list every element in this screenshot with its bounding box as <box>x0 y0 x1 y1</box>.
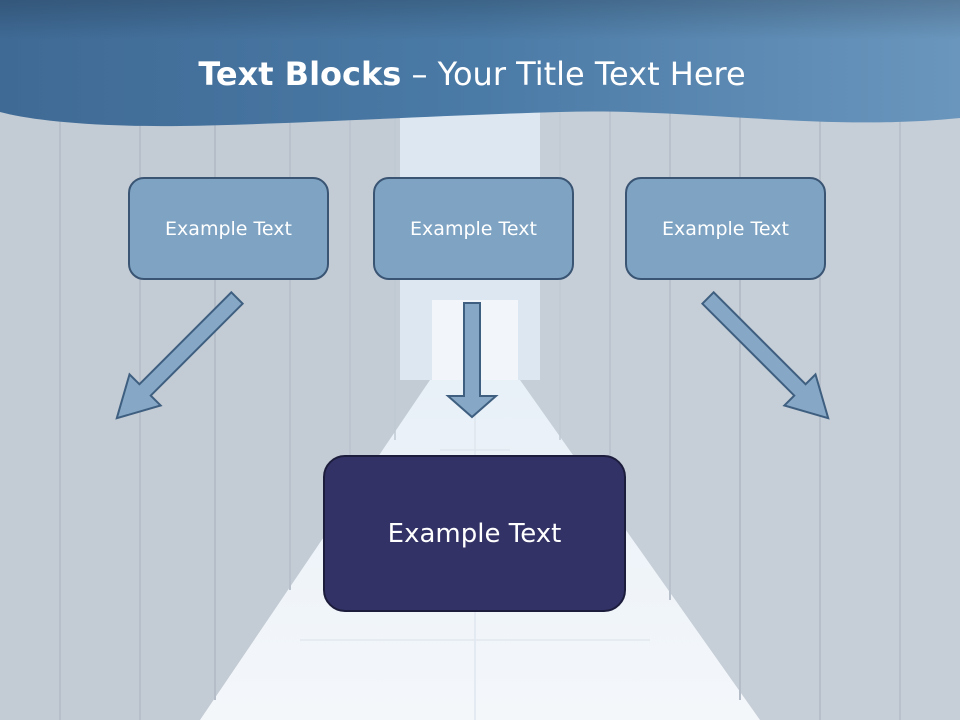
arrow-middle <box>445 302 499 419</box>
arrow-left <box>115 290 245 420</box>
arrows <box>115 290 830 420</box>
title-dash: – <box>401 55 438 93</box>
text-block-left: Example Text <box>128 177 329 280</box>
text-block-result: Example Text <box>323 455 626 612</box>
arrow-right <box>700 290 830 420</box>
text-block-middle: Example Text <box>373 177 574 280</box>
header-band <box>0 0 960 127</box>
title-bold-part: Text Blocks <box>198 55 402 93</box>
slide-title: Text Blocks – Your Title Text Here <box>0 52 944 96</box>
text-block-right: Example Text <box>625 177 826 280</box>
title-rest: Your Title Text Here <box>437 55 746 93</box>
